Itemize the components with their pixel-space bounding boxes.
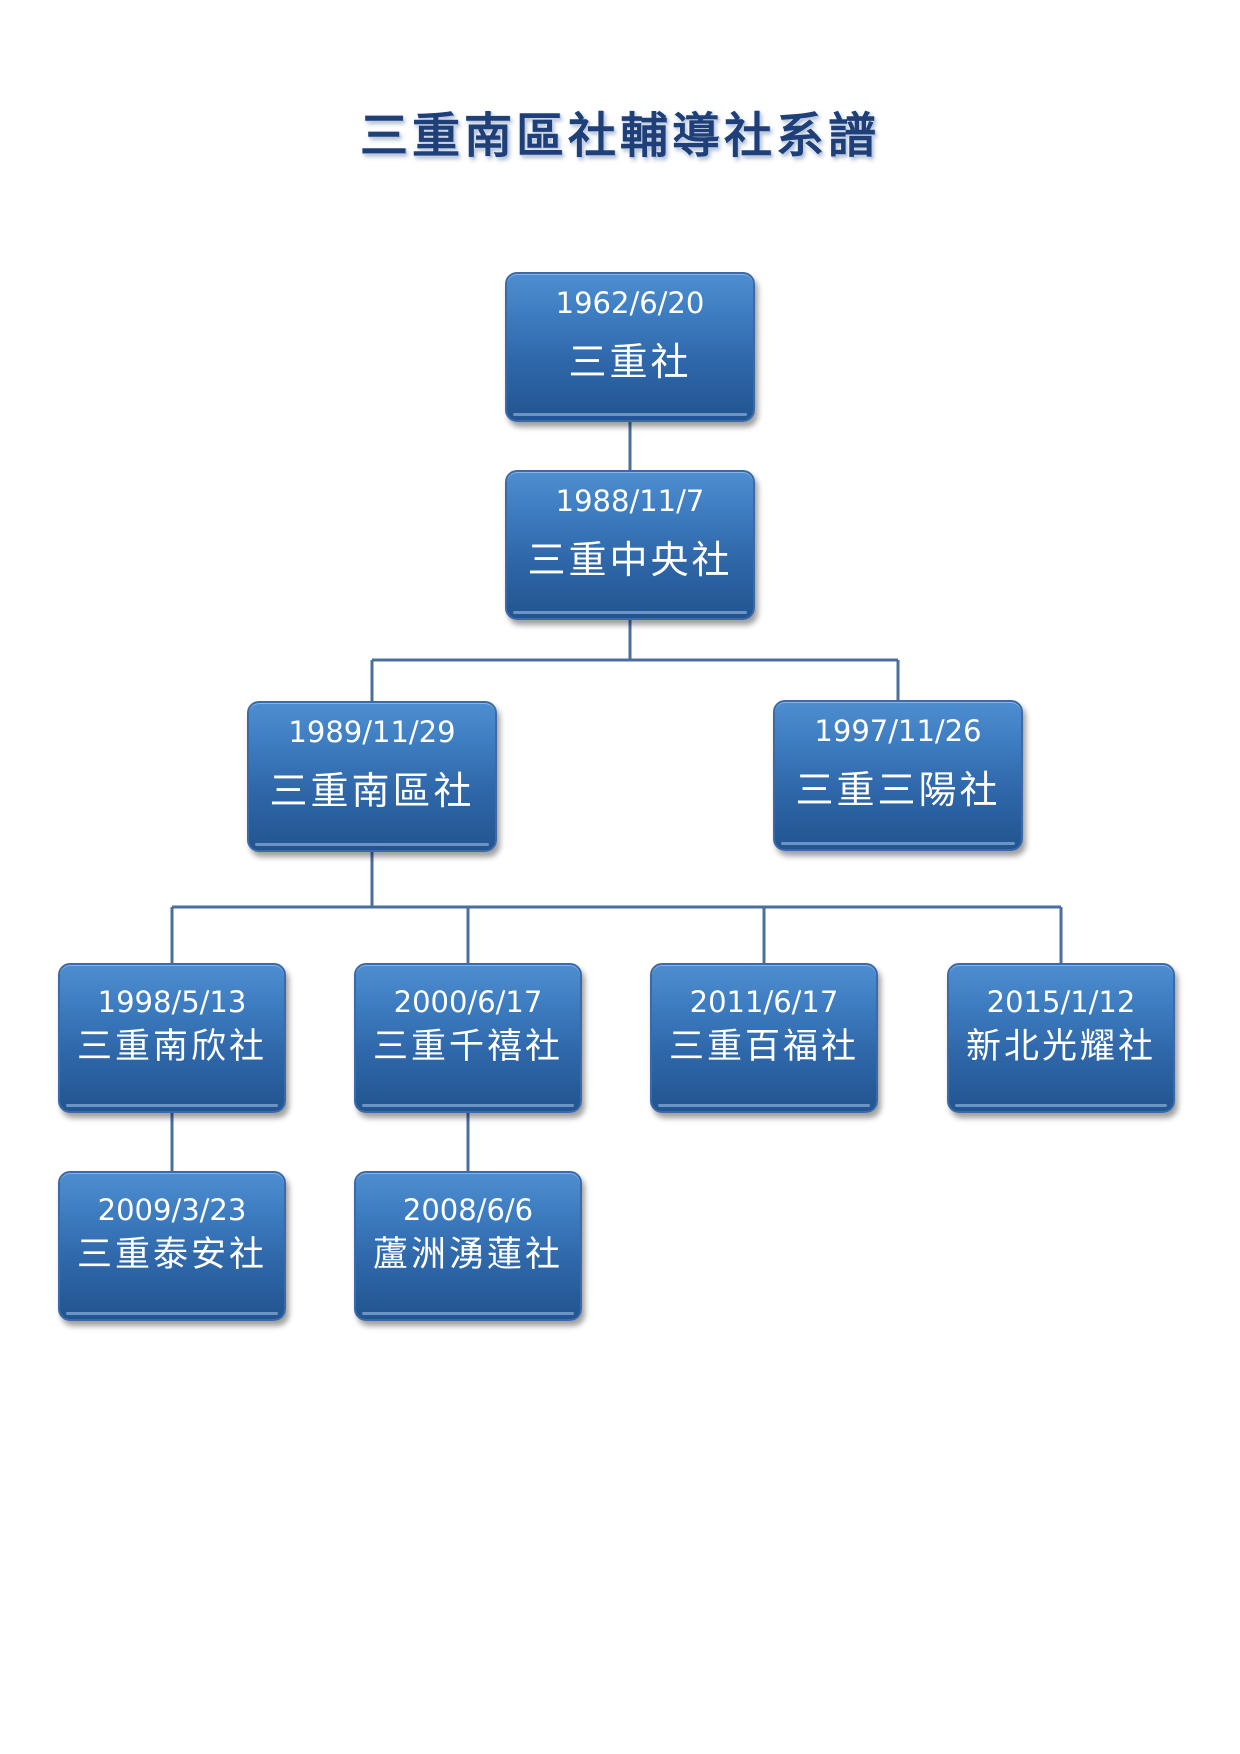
club-node-sanchong-taian: 2009/3/23 三重泰安社 xyxy=(58,1171,286,1321)
club-name: 蘆洲湧蓮社 xyxy=(372,1235,563,1275)
club-name: 三重泰安社 xyxy=(76,1235,267,1275)
club-node-sanchong-nanxin: 1998/5/13 三重南欣社 xyxy=(58,963,286,1113)
page-title: 三重南區社輔導社系譜 xyxy=(359,108,880,164)
club-name: 三重百福社 xyxy=(668,1027,859,1067)
club-node-sanchong-baifu: 2011/6/17 三重百福社 xyxy=(650,963,878,1113)
club-node-xinbei-guangyao: 2015/1/12 新北光耀社 xyxy=(947,963,1175,1113)
club-date: 2015/1/12 xyxy=(986,985,1136,1019)
club-node-sanchong-south: 1989/11/29 三重南區社 xyxy=(247,701,497,852)
club-date: 2011/6/17 xyxy=(689,985,839,1019)
club-date: 1997/11/26 xyxy=(814,714,982,748)
club-date: 1988/11/7 xyxy=(555,484,705,518)
club-node-sanchong-central: 1988/11/7 三重中央社 xyxy=(505,470,755,620)
club-node-sanchong-qianxi: 2000/6/17 三重千禧社 xyxy=(354,963,582,1113)
club-date: 2009/3/23 xyxy=(97,1193,247,1227)
club-name: 三重三陽社 xyxy=(795,768,1001,812)
club-node-luzhou-yonglian: 2008/6/6 蘆洲湧蓮社 xyxy=(354,1171,582,1321)
club-name: 三重千禧社 xyxy=(372,1027,563,1067)
club-name: 三重南區社 xyxy=(269,769,475,813)
club-node-sanchong: 1962/6/20 三重社 xyxy=(505,272,755,422)
club-name: 三重社 xyxy=(568,340,692,384)
club-name: 三重南欣社 xyxy=(76,1027,267,1067)
club-date: 1989/11/29 xyxy=(288,715,456,749)
club-date: 2000/6/17 xyxy=(393,985,543,1019)
club-name: 三重中央社 xyxy=(527,538,733,582)
club-date: 1962/6/20 xyxy=(555,286,705,320)
club-node-sanchong-sanyang: 1997/11/26 三重三陽社 xyxy=(773,700,1023,851)
club-date: 2008/6/6 xyxy=(402,1193,534,1227)
club-name: 新北光耀社 xyxy=(965,1027,1156,1067)
club-date: 1998/5/13 xyxy=(97,985,247,1019)
